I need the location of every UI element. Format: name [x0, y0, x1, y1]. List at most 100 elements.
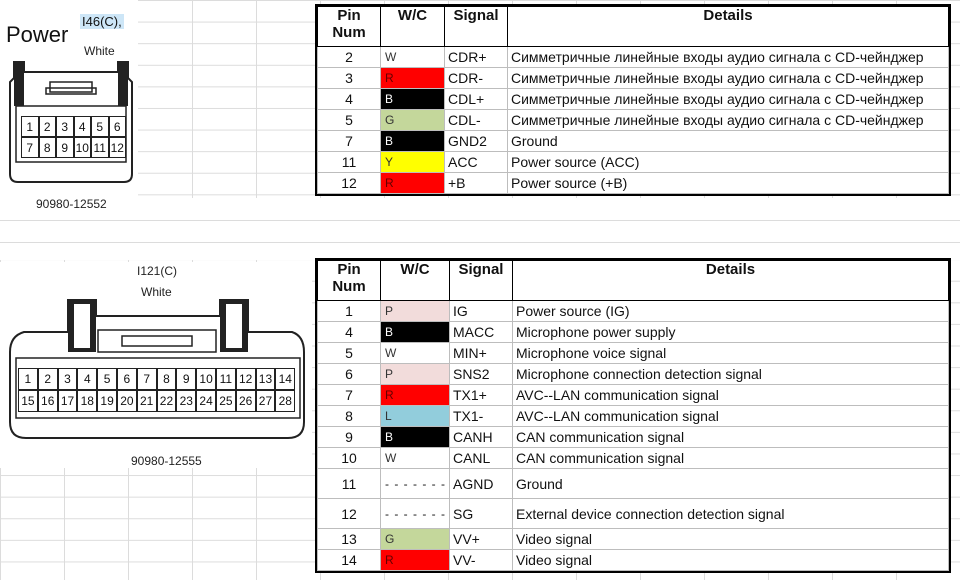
- connector-pin: 11: [215, 368, 236, 390]
- pin-cell: 12: [317, 172, 381, 194]
- header-wc: W/C: [380, 260, 450, 301]
- connector-pin: 12: [235, 368, 256, 390]
- signal-cell: TX1-: [448, 405, 513, 427]
- pin-cell: 13: [317, 528, 381, 550]
- connector-1-title: Power: [6, 22, 69, 47]
- wire-color-cell: B: [380, 88, 445, 110]
- signal-cell: MIN+: [448, 342, 513, 364]
- pin-cell: 4: [317, 88, 381, 110]
- details-cell: Video signal: [511, 528, 950, 550]
- connector-pin: 2: [38, 116, 56, 137]
- connector-pin: 12: [108, 137, 126, 158]
- pin-cell: 1: [317, 300, 381, 322]
- connector-pin: 7: [21, 137, 39, 158]
- connector-pin: 4: [73, 116, 91, 137]
- connector-2-housing-icon: [9, 299, 305, 439]
- details-cell: Симметричные линейные входы аудио сигнал…: [507, 88, 949, 110]
- signal-cell: CDR+: [444, 46, 508, 68]
- pin-cell: 10: [317, 447, 381, 469]
- connector-pin: 18: [77, 390, 98, 412]
- connector-pin: 28: [275, 390, 296, 412]
- connector-pin: 3: [57, 368, 78, 390]
- wire-color-cell: B: [380, 321, 450, 343]
- details-cell: Microphone connection detection signal: [511, 363, 950, 385]
- connector-pin: 20: [116, 390, 137, 412]
- details-cell: Симметричные линейные входы аудио сигнал…: [507, 109, 949, 131]
- signal-cell: IG: [448, 300, 513, 322]
- connector-2-code: I121(C): [137, 264, 178, 278]
- connector-pin: 6: [108, 116, 126, 137]
- shielded-wire-dash: - - - - - - -: [385, 476, 446, 491]
- connector-pin: 1: [18, 368, 38, 390]
- connector-pin: 15: [18, 390, 38, 412]
- wire-color-cell: G: [380, 528, 450, 550]
- pin-cell: 5: [317, 109, 381, 131]
- wire-color-cell: L: [380, 405, 450, 427]
- connector-1-code: I46(C),: [80, 14, 124, 29]
- connector-pin: 5: [97, 368, 117, 390]
- details-cell: Ground: [511, 468, 950, 499]
- pin-cell: 5: [317, 342, 381, 364]
- pin-cell: 11: [317, 151, 381, 173]
- details-cell: Video signal: [511, 549, 950, 571]
- pin-cell: 6: [317, 363, 381, 385]
- connector-pin: 23: [176, 390, 197, 412]
- signal-cell: CANL: [448, 447, 513, 469]
- connector-pin: 3: [56, 116, 74, 137]
- details-cell: Power source (IG): [511, 300, 950, 322]
- signal-cell: +B: [444, 172, 508, 194]
- pin-cell: 14: [317, 549, 381, 571]
- signal-cell: VV+: [448, 528, 513, 550]
- wire-color-cell: P: [380, 300, 450, 322]
- header-signal: Signal: [448, 260, 513, 301]
- signal-cell: SG: [448, 498, 513, 529]
- pin-cell: 9: [317, 426, 381, 448]
- wire-color-cell: W: [380, 447, 450, 469]
- signal-cell: CDL+: [444, 88, 508, 110]
- connector-pin: 27: [255, 390, 276, 412]
- connector-pin: 1: [21, 116, 39, 137]
- signal-cell: TX1+: [448, 384, 513, 406]
- details-cell: External device connection detection sig…: [511, 498, 950, 529]
- details-cell: CAN communication signal: [511, 426, 950, 448]
- connector-pin: 8: [38, 137, 56, 158]
- details-cell: Симметричные линейные входы аудио сигнал…: [507, 67, 949, 89]
- pin-cell: 7: [317, 384, 381, 406]
- signal-cell: AGND: [448, 468, 513, 499]
- connector-pin: 6: [116, 368, 137, 390]
- details-cell: AVC--LAN communication signal: [511, 384, 950, 406]
- pin-cell: 12: [317, 498, 381, 529]
- wire-color-cell: - - - - - - -: [380, 498, 450, 529]
- signal-cell: SNS2: [448, 363, 513, 385]
- connector-pin: 24: [196, 390, 216, 412]
- connector-pin: 10: [73, 137, 91, 158]
- wire-color-cell: R: [380, 549, 450, 571]
- connector-pin: 2: [37, 368, 58, 390]
- signal-cell: ACC: [444, 151, 508, 173]
- header-details: Details: [507, 6, 949, 47]
- details-cell: AVC--LAN communication signal: [511, 405, 950, 427]
- details-cell: Microphone power supply: [511, 321, 950, 343]
- connector-pin: 11: [91, 137, 109, 158]
- connector-pin: 8: [156, 368, 177, 390]
- details-cell: Ground: [507, 130, 949, 152]
